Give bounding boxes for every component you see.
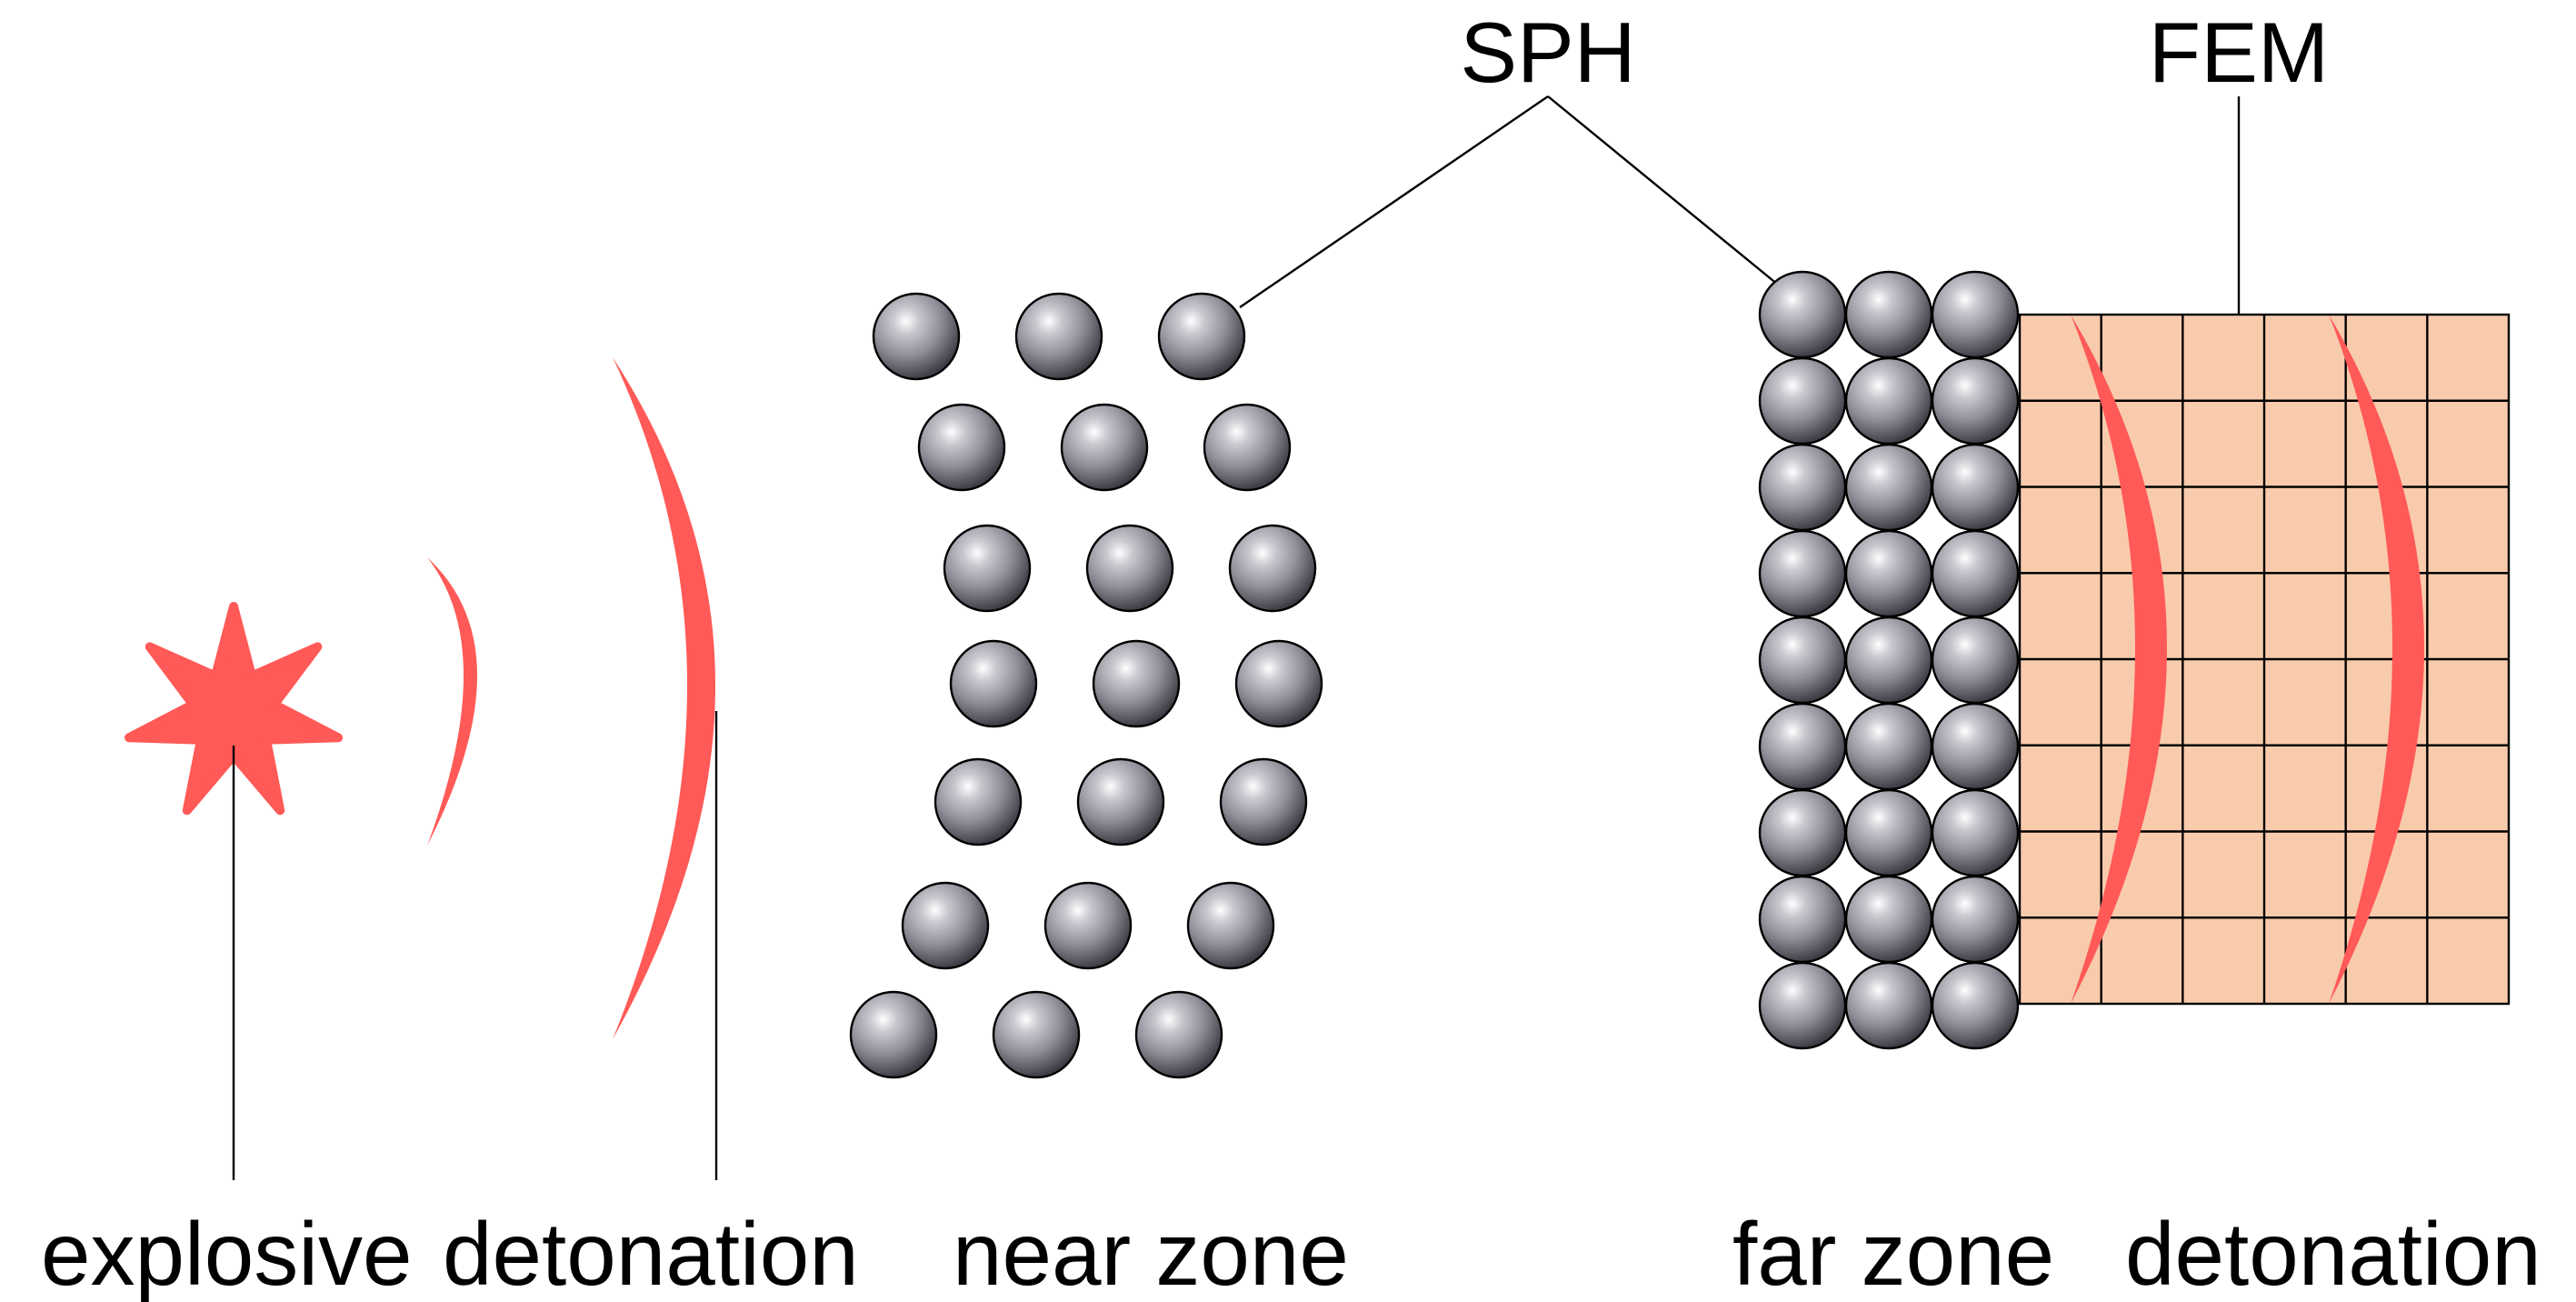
near-zone-sph-particle: [1228, 524, 1317, 613]
near-zone-sph-particle: [1076, 757, 1165, 846]
far-zone-sph-particle: [1758, 356, 1847, 446]
near-zone-sph-particle: [1234, 639, 1323, 728]
near-zone-sph-particle: [934, 757, 1023, 846]
near-zone-sph-particles: [849, 292, 1323, 1079]
far-zone-sph-particle: [1844, 961, 1933, 1050]
far-zone-sph-particle: [1758, 702, 1847, 791]
far-zone-sph-particle: [1844, 529, 1933, 618]
fem-mesh: [2018, 313, 2511, 1006]
detonation-wave-small: [427, 557, 477, 846]
far-zone-sph-particle: [1844, 443, 1933, 532]
near-zone-sph-particle: [1092, 639, 1181, 728]
fem-label: FEM: [2149, 5, 2329, 100]
far-zone-sph-particle: [1758, 788, 1847, 877]
near-zone-sph-particle: [901, 881, 990, 970]
far-zone-sph-particle: [1758, 875, 1847, 964]
far-zone-sph-particle: [1931, 356, 2020, 446]
far-zone-sph-particle: [1931, 961, 2020, 1050]
near-zone-sph-particle: [1043, 881, 1133, 970]
far-zone-sph-particle: [1758, 270, 1847, 359]
sph-leader-line-left: [1239, 95, 1549, 308]
far-zone-label: far zone: [1732, 1204, 2054, 1302]
far-zone-sph-particle: [1758, 529, 1847, 618]
far-zone-sph-particle: [1844, 788, 1933, 877]
far-zone-sph-particle: [1931, 529, 2020, 618]
far-zone-sph-particle: [1758, 961, 1847, 1050]
far-zone-sph-particle: [1844, 616, 1933, 705]
sph-leader-line-right: [1547, 95, 1784, 290]
near-zone-sph-particle: [949, 639, 1038, 728]
far-zone-sph-particle: [1931, 270, 2020, 359]
near-zone-sph-particle: [917, 403, 1006, 492]
far-zone-sph-particle: [1931, 443, 2020, 532]
far-zone-sph-particle: [1931, 702, 2020, 791]
far-zone-sph-particle: [1758, 616, 1847, 705]
sph-label: SPH: [1460, 5, 1635, 100]
near-zone-sph-particle: [1157, 292, 1246, 381]
far-zone-sph-particles: [1758, 270, 2020, 1050]
near-zone-sph-particle: [1219, 757, 1308, 846]
near-zone-sph-particle: [1134, 990, 1223, 1079]
far-zone-sph-particle: [1844, 702, 1933, 791]
near-zone-sph-particle: [849, 990, 938, 1079]
near-zone-sph-particle: [1014, 292, 1103, 381]
near-zone-sph-particle: [1060, 403, 1149, 492]
near-zone-sph-particle: [943, 524, 1032, 613]
near-zone-sph-particle: [1203, 403, 1292, 492]
far-zone-sph-particle: [1844, 875, 1933, 964]
detonation-label: detonation: [443, 1204, 859, 1302]
fem-detonation-wave-1: [2071, 315, 2167, 1004]
far-detonation-label: detonation: [2125, 1204, 2541, 1302]
far-zone-sph-particle: [1844, 270, 1933, 359]
fem-detonation-wave-2: [2329, 315, 2424, 1004]
far-zone-sph-particle: [1844, 356, 1933, 446]
far-zone-sph-particle: [1931, 788, 2020, 877]
far-zone-sph-particle: [1931, 616, 2020, 705]
explosive-label: explosive: [41, 1204, 413, 1302]
far-zone-sph-particle: [1758, 443, 1847, 532]
near-zone-label: near zone: [953, 1204, 1349, 1302]
near-zone-sph-particle: [1085, 524, 1174, 613]
far-zone-sph-particle: [1931, 875, 2020, 964]
near-zone-sph-particle: [872, 292, 961, 381]
detonation-wave-large: [613, 357, 715, 1039]
near-zone-sph-particle: [992, 990, 1081, 1079]
near-zone-sph-particle: [1186, 881, 1275, 970]
